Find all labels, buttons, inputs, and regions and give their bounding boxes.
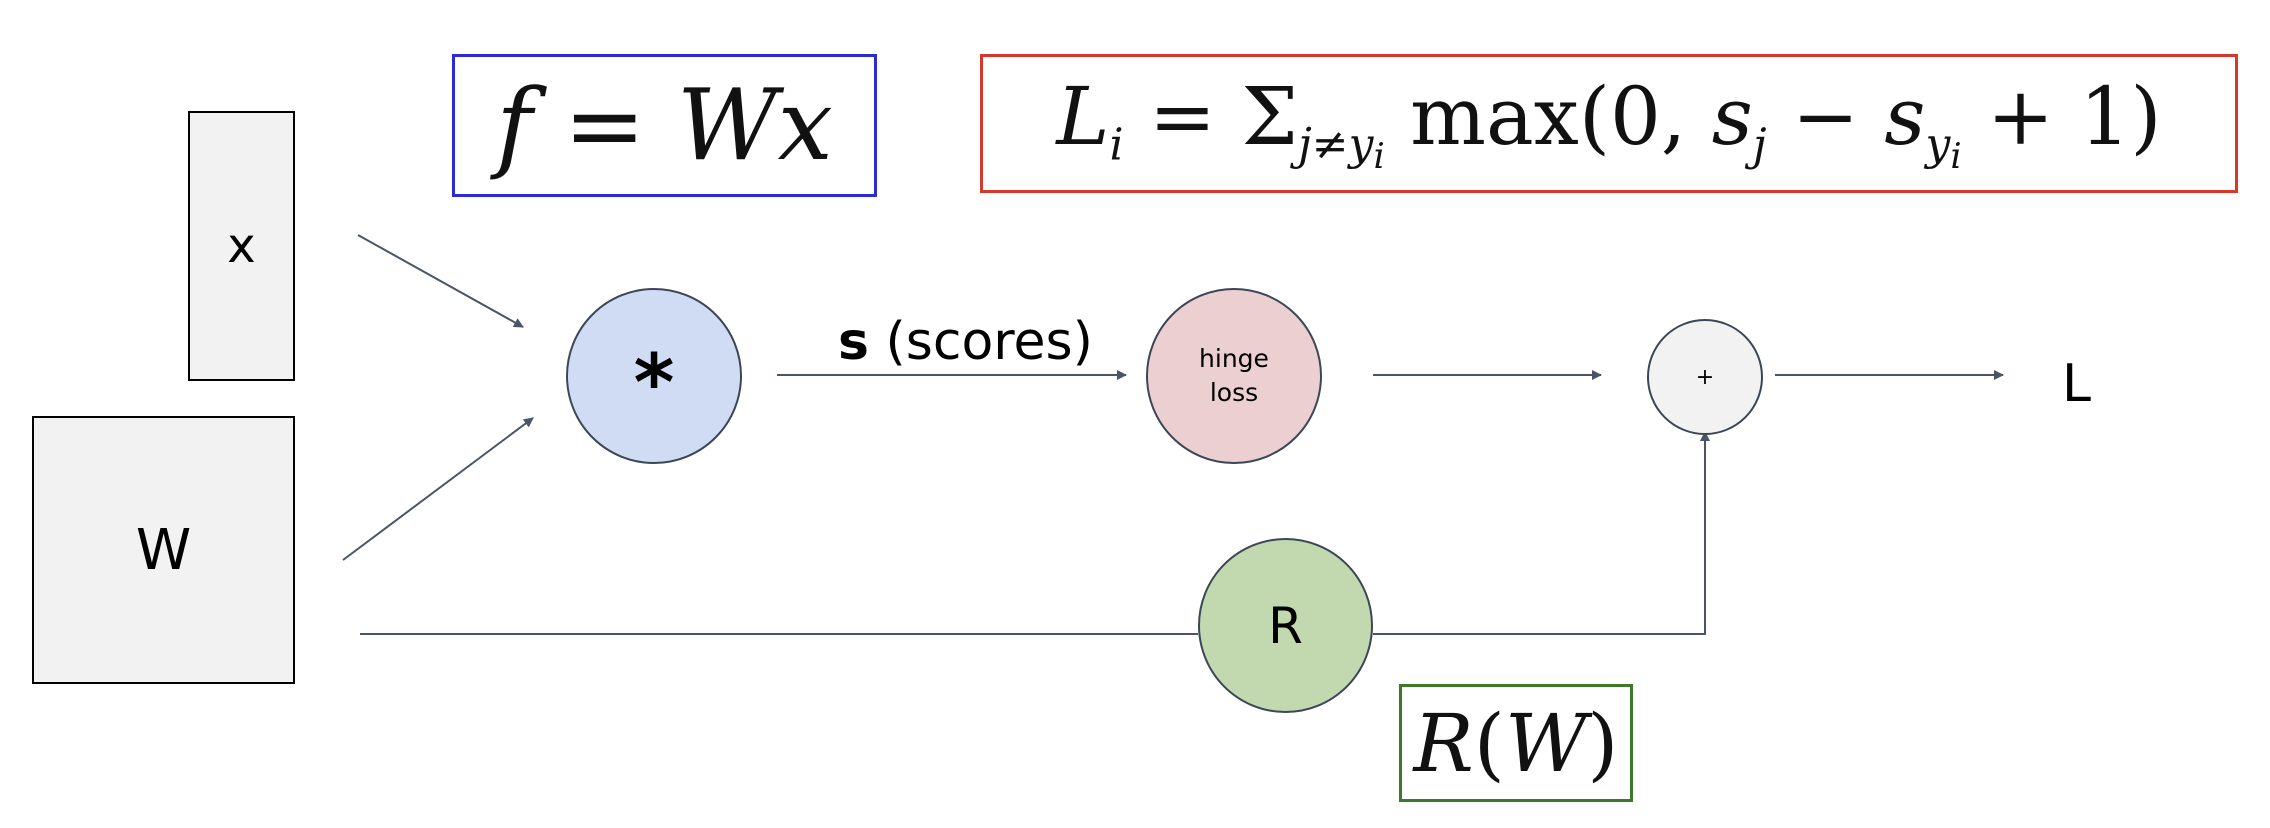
loss-equation-box: Li = Σj≠yi max(0, sj − syi + 1) (980, 54, 2238, 193)
hinge-label-line1: hinge (1199, 344, 1269, 373)
reg-label: R (1268, 596, 1303, 655)
scores-bold: s (838, 312, 869, 372)
input-w-box: W (32, 416, 295, 684)
edge-reg-to-add (1373, 431, 1710, 635)
scores-label: s (scores) (838, 312, 1093, 372)
regularization-node: R (1198, 538, 1373, 713)
multiply-node: * (566, 288, 742, 464)
reg-equation: R(W) (1413, 696, 1619, 790)
input-x-box: x (188, 111, 295, 381)
add-symbol: + (1695, 364, 1715, 390)
reg-equation-box: R(W) (1399, 684, 1633, 802)
add-node: + (1647, 319, 1763, 435)
input-x-label: x (227, 218, 256, 274)
loss-equation: Li = Σj≠yi max(0, sj − syi + 1) (1056, 69, 2162, 178)
loss-output-label: L (2062, 354, 2091, 414)
hinge-label-line2: loss (1209, 378, 1259, 407)
hinge-loss-node: hinge loss (1146, 288, 1322, 464)
score-equation: f = Wx (496, 68, 833, 183)
scores-text: (scores) (885, 312, 1093, 372)
multiply-symbol: * (633, 339, 675, 429)
score-equation-box: f = Wx (452, 54, 877, 197)
edge-x-to-multiply (357, 234, 524, 328)
edge-w-to-multiply (342, 417, 534, 561)
input-w-label: W (135, 517, 192, 583)
